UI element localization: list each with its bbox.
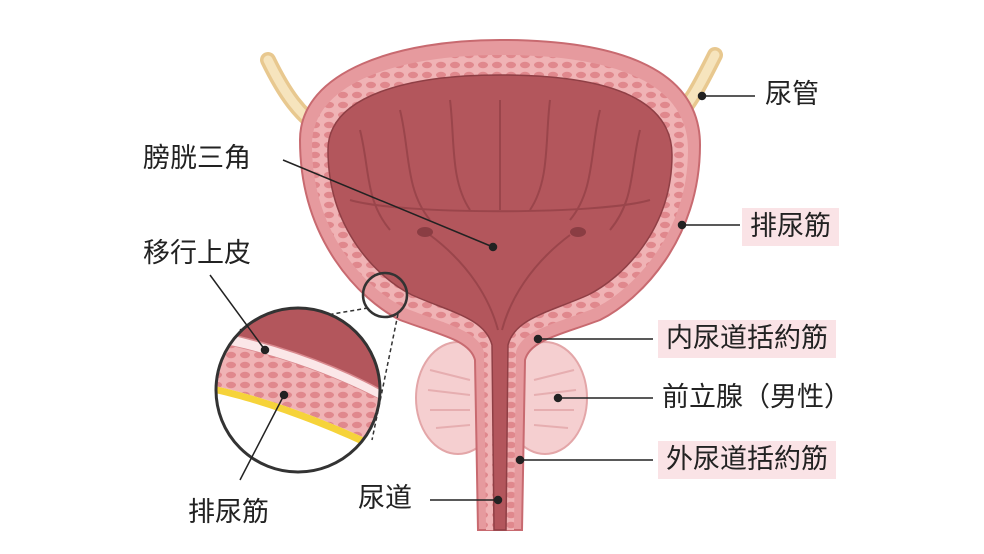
label-internal-sphincter: 内尿道括約筋 [658,320,836,358]
label-ureter: 尿管 [765,79,819,110]
label-detrusor: 排尿筋 [742,208,839,246]
inset-detail [216,308,380,472]
zoom-inset-circle [214,306,382,474]
label-transitional-epithelium: 移行上皮 [143,238,251,269]
label-prostate: 前立腺（男性） [662,382,851,413]
label-detrusor-inset: 排尿筋 [188,497,269,528]
zoom-source-circle [361,271,409,319]
label-urethra: 尿道 [358,483,412,514]
label-external-sphincter: 外尿道括約筋 [658,441,836,479]
label-trigone: 膀胱三角 [143,143,251,174]
